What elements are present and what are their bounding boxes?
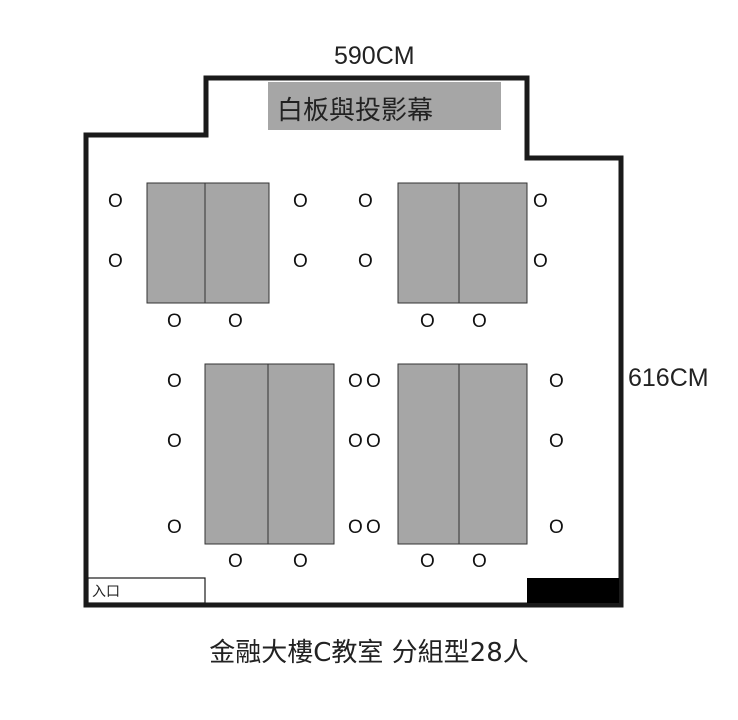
seat: O	[366, 431, 381, 452]
seat: O	[358, 251, 373, 272]
whiteboard-label: 白板與投影幕	[277, 96, 434, 126]
seat: O	[549, 371, 564, 392]
seat: O	[472, 551, 487, 572]
seat: O	[167, 311, 182, 332]
seat: O	[108, 191, 123, 212]
table	[397, 363, 460, 545]
seat: O	[348, 371, 363, 392]
table	[204, 363, 269, 545]
seat: O	[228, 551, 243, 572]
table	[397, 182, 460, 304]
corner-block	[527, 578, 619, 603]
seat: O	[420, 311, 435, 332]
seat: O	[549, 517, 564, 538]
seat: O	[228, 311, 243, 332]
seat: O	[472, 311, 487, 332]
seat: O	[167, 371, 182, 392]
table	[458, 363, 528, 545]
caption: 金融大樓C教室 分組型28人	[209, 638, 529, 668]
seat: O	[366, 371, 381, 392]
table	[267, 363, 335, 545]
seat: O	[533, 191, 548, 212]
seat: O	[108, 251, 123, 272]
seat: O	[167, 431, 182, 452]
table	[204, 182, 270, 304]
seat: O	[549, 431, 564, 452]
seat: O	[358, 191, 373, 212]
seat: O	[167, 517, 182, 538]
seat: O	[293, 191, 308, 212]
seat: O	[533, 251, 548, 272]
whiteboard	[268, 82, 501, 130]
seat: O	[366, 517, 381, 538]
seat: O	[293, 551, 308, 572]
seat: O	[293, 251, 308, 272]
entrance-label: 入口	[92, 584, 120, 600]
seat: O	[420, 551, 435, 572]
seat: O	[348, 517, 363, 538]
width-dimension: 590CM	[334, 42, 415, 70]
entrance-box	[87, 577, 206, 604]
seat: O	[348, 431, 363, 452]
height-dimension: 616CM	[628, 364, 709, 392]
table	[146, 182, 206, 304]
table	[458, 182, 528, 304]
